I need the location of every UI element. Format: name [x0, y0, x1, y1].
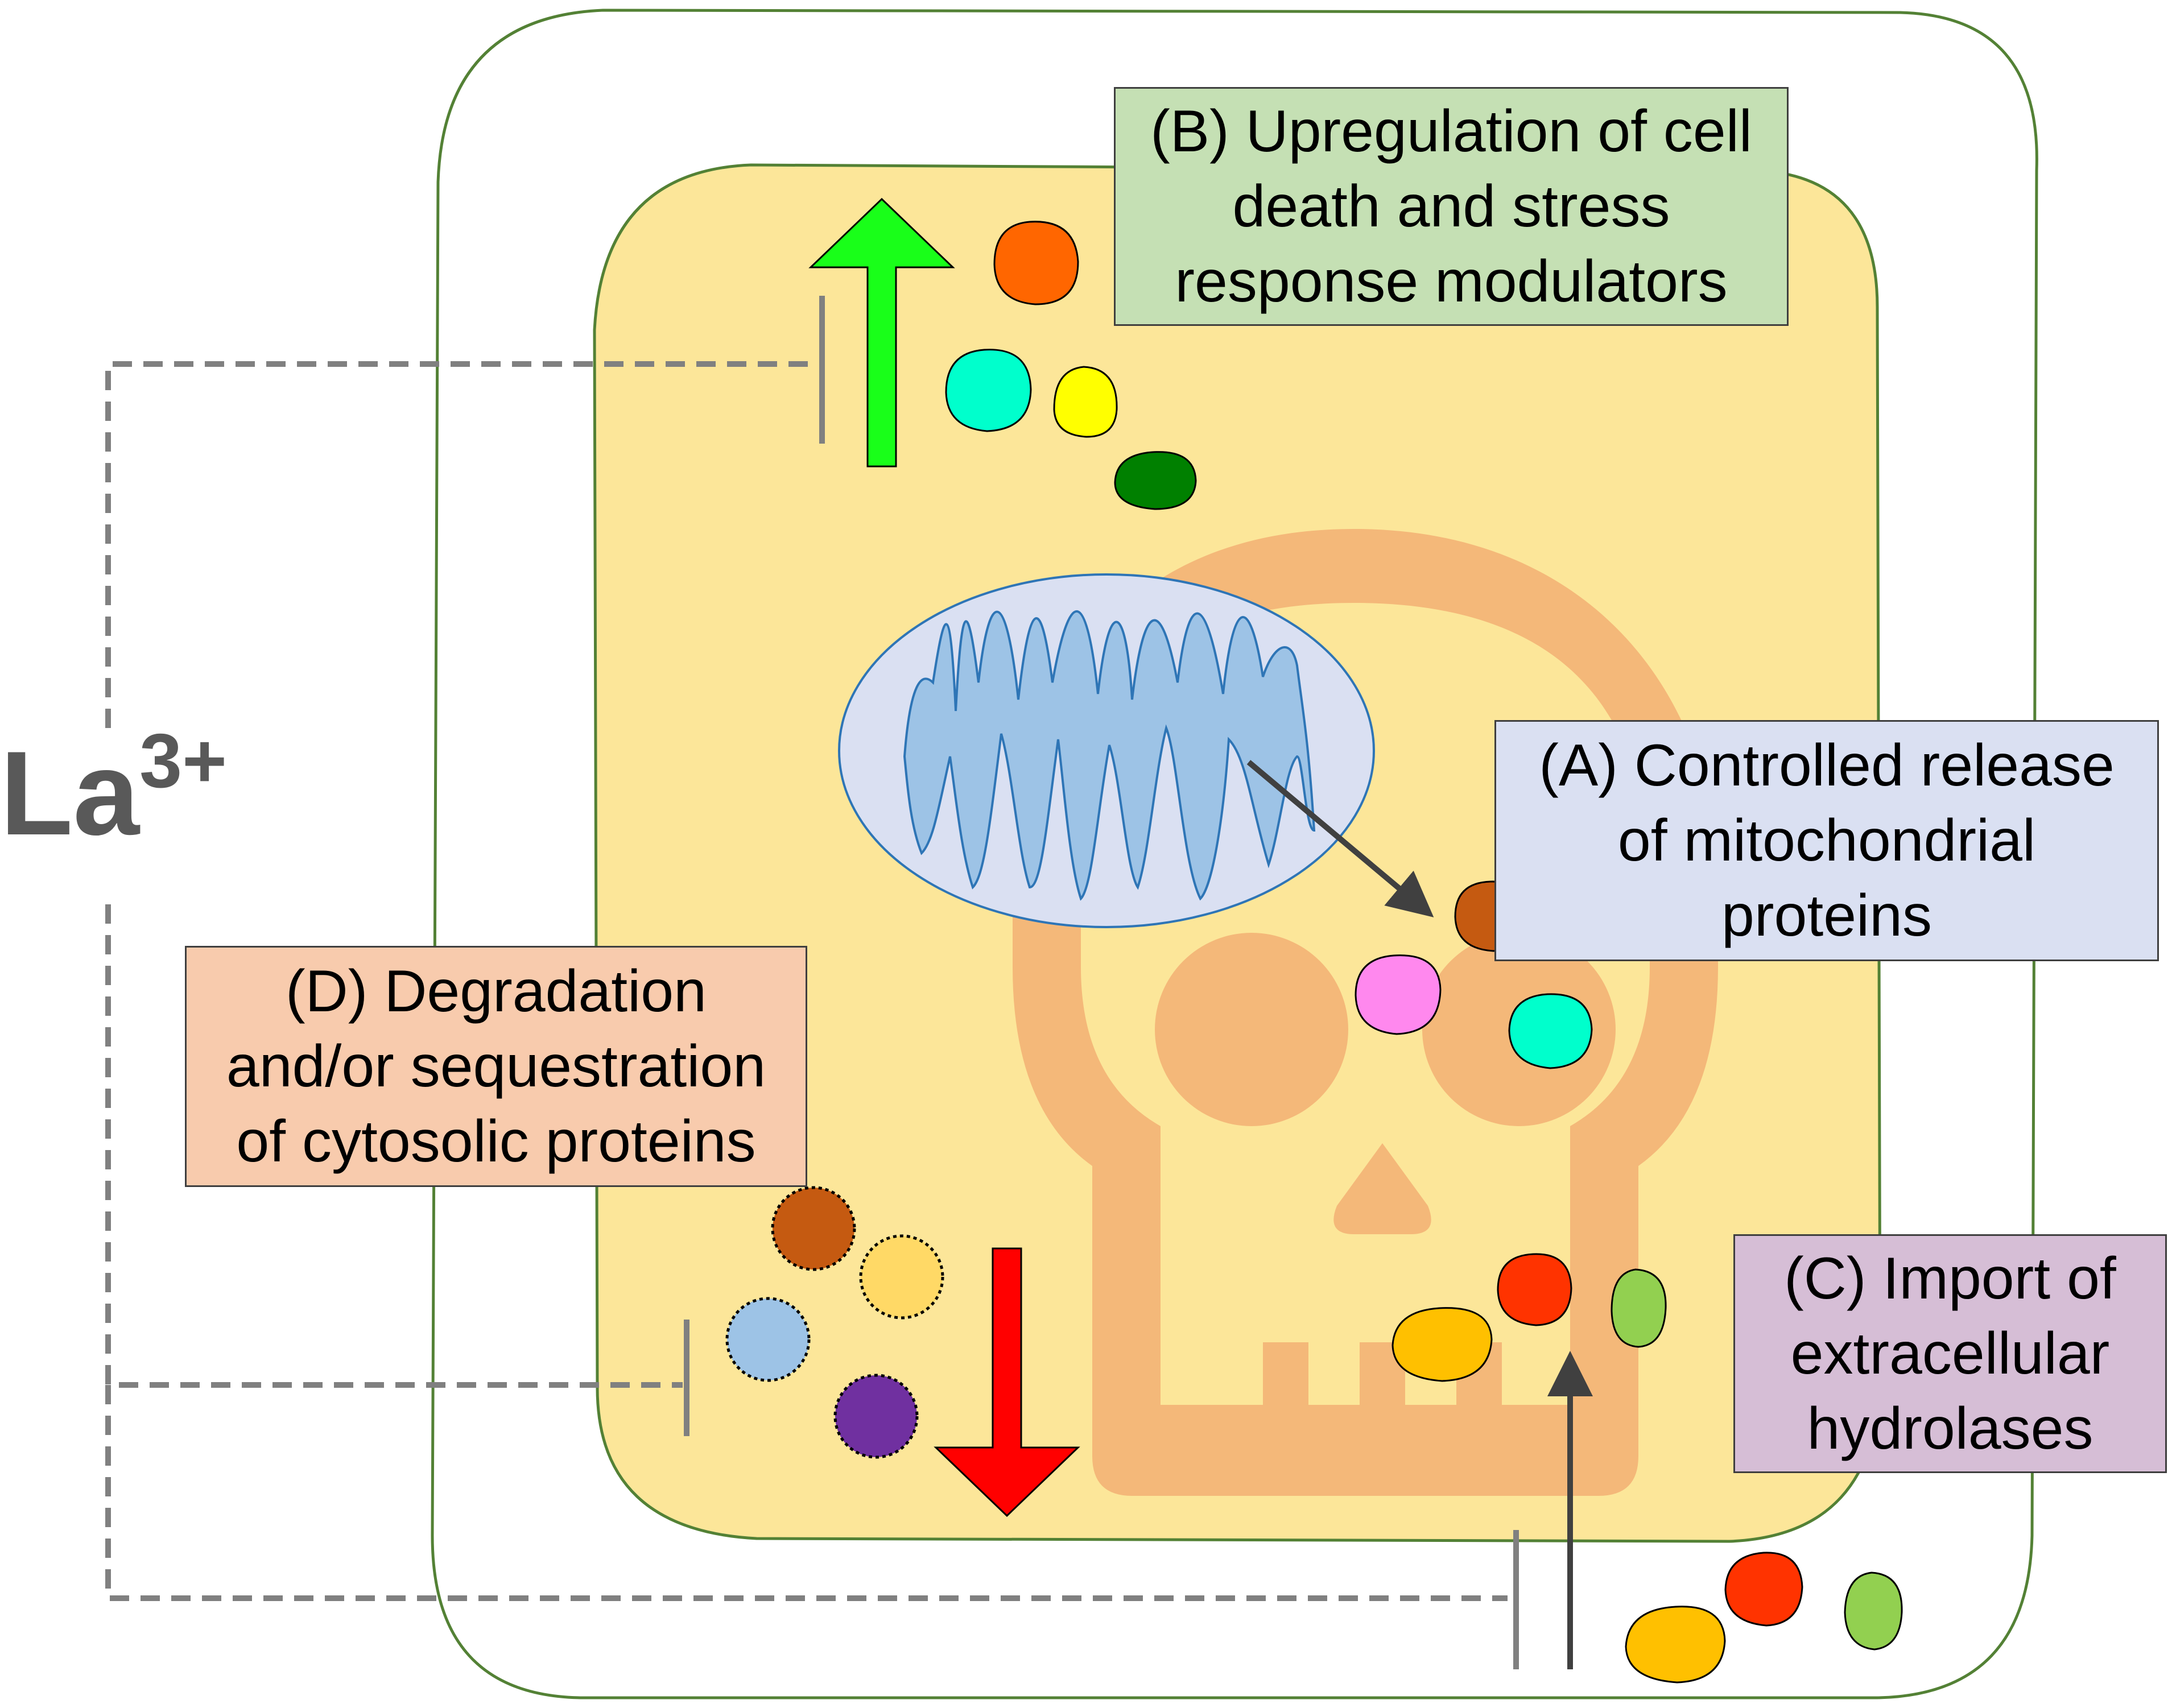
lanthanum-ion-label: La3+ [0, 722, 227, 853]
protein-dark-green [1114, 451, 1197, 510]
protein-brown-dotted [771, 1186, 856, 1271]
label-b-line-3: response modulators [1175, 249, 1728, 315]
protein-purple-dotted [833, 1374, 919, 1459]
ion-symbol: La [0, 726, 140, 860]
label-b-upregulation: (B) Upregulation of cell death and stres… [1114, 87, 1789, 326]
protein-yellow [1053, 366, 1118, 438]
label-a-line-2: of mitochondrial [1617, 807, 2036, 874]
green-upregulation-arrow [808, 197, 955, 468]
protein-light-green [1611, 1268, 1667, 1348]
label-d-degradation: (D) Degradation and/or sequestration of … [185, 946, 807, 1187]
label-a-line-1: (A) Controlled release [1539, 732, 2115, 799]
protein-light-green-extracellular [1844, 1571, 1903, 1651]
inhibition-connectors [105, 361, 1508, 1601]
label-a-mitochondrial-release: (A) Controlled release of mitochondrial … [1494, 720, 2159, 961]
label-b-line-1: (B) Upregulation of cell [1150, 98, 1752, 164]
protein-orange [993, 221, 1079, 305]
mitochondrion-icon [838, 573, 1375, 928]
label-b-line-2: death and stress [1232, 173, 1670, 239]
pointer-arrow-a [1246, 760, 1434, 917]
red-downregulation-arrow [934, 1247, 1080, 1517]
label-c-hydrolase-import: (C) Import of extracellular hydrolases [1733, 1234, 2167, 1473]
label-c-line-1: (C) Import of [1784, 1245, 2116, 1312]
label-c-line-3: hydrolases [1807, 1396, 2093, 1462]
protein-light-yellow-dotted [859, 1234, 944, 1320]
label-d-line-2: and/or sequestration [226, 1033, 766, 1099]
label-a-line-3: proteins [1721, 883, 1932, 949]
protein-cyan [945, 349, 1032, 432]
protein-amber [1391, 1307, 1493, 1382]
protein-red [1497, 1253, 1572, 1326]
protein-amber-extracellular [1625, 1606, 1726, 1684]
protein-light-blue-dotted [725, 1297, 811, 1382]
protein-cyan-2 [1508, 993, 1593, 1069]
label-c-line-2: extracellular [1790, 1320, 2110, 1387]
inhibition-line-c [105, 1385, 1508, 1601]
label-d-line-3: of cytosolic proteins [236, 1109, 756, 1175]
inhibition-bars [684, 296, 1519, 1669]
ion-charge: 3+ [139, 718, 227, 804]
protein-red-extracellular [1724, 1552, 1803, 1627]
label-d-line-1: (D) Degradation [286, 958, 707, 1024]
inhibition-line-b [105, 361, 819, 728]
protein-pink [1355, 954, 1442, 1035]
inhibition-line-d [105, 904, 683, 1388]
